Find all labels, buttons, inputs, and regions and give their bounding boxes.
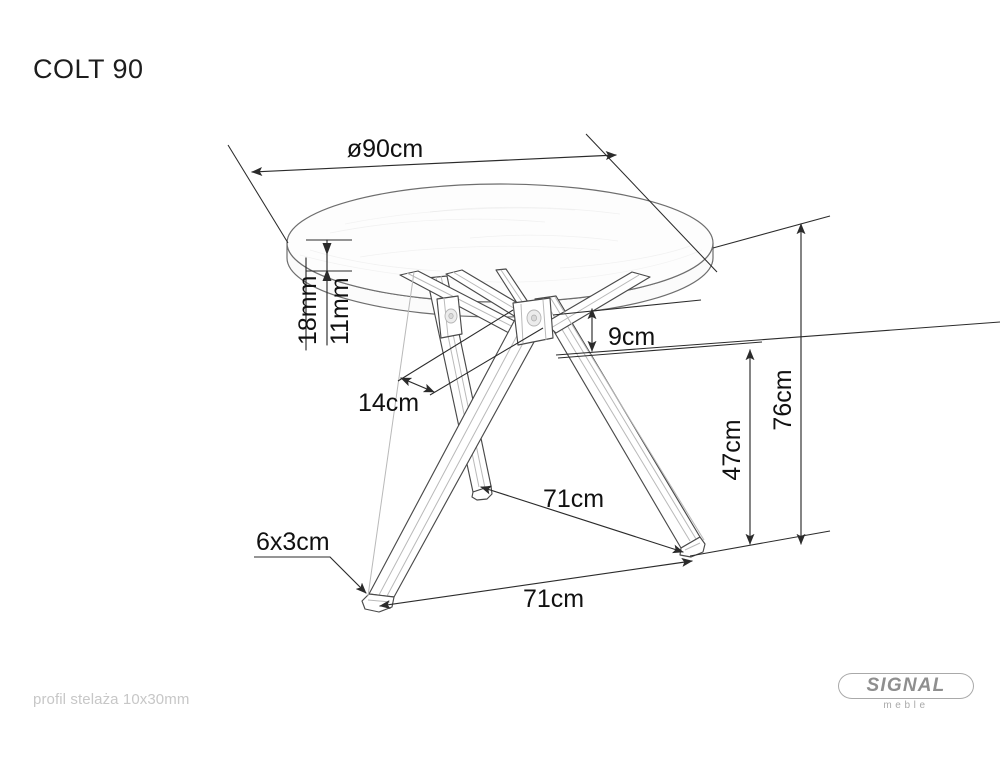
dimension-label-6x3cm: 6x3cm <box>256 528 330 556</box>
table-base-legs <box>361 268 706 613</box>
leg-upper-right-arm <box>544 271 651 334</box>
logo-tagline-text: meble <box>883 700 929 711</box>
dimension-label-9cm: 9cm <box>608 323 655 351</box>
callout-6x3cm: 6x3cm <box>254 528 367 594</box>
dimension-thickness: 18mm 11mm <box>294 239 354 351</box>
signal-meble-logo: SIGNAL meble <box>838 673 978 719</box>
dimension-label-76cm: 76cm <box>769 369 797 430</box>
hub-bracket-left <box>436 295 463 339</box>
dimension-9cm: 9cm <box>552 299 1000 356</box>
dimension-label-71cm-upper: 71cm <box>543 485 604 513</box>
dimension-label-71cm-lower: 71cm <box>523 585 584 613</box>
logo-oval-outline <box>838 673 974 699</box>
page-title: COLT 90 <box>33 54 144 84</box>
center-hub <box>512 297 554 346</box>
dimension-label-11mm: 11mm <box>326 277 354 345</box>
dimension-14cm: 14cm <box>358 309 544 417</box>
dimension-label-14cm: 14cm <box>358 389 419 417</box>
dimension-47cm: 47cm <box>557 341 763 545</box>
dimension-76cm: 76cm <box>689 215 831 557</box>
dimension-diameter: ø90cm <box>227 133 718 273</box>
dimension-label-47cm: 47cm <box>718 419 746 480</box>
footnote-profile: profil stelaża 10x30mm <box>33 691 190 708</box>
dimension-71cm-lower: 71cm <box>379 558 693 613</box>
dimension-label-18mm: 18mm <box>294 276 322 345</box>
dimension-label-diameter: ø90cm <box>347 135 423 163</box>
logo-brand-text: SIGNAL <box>866 675 946 696</box>
dimension-71cm-upper: 71cm <box>480 485 684 554</box>
